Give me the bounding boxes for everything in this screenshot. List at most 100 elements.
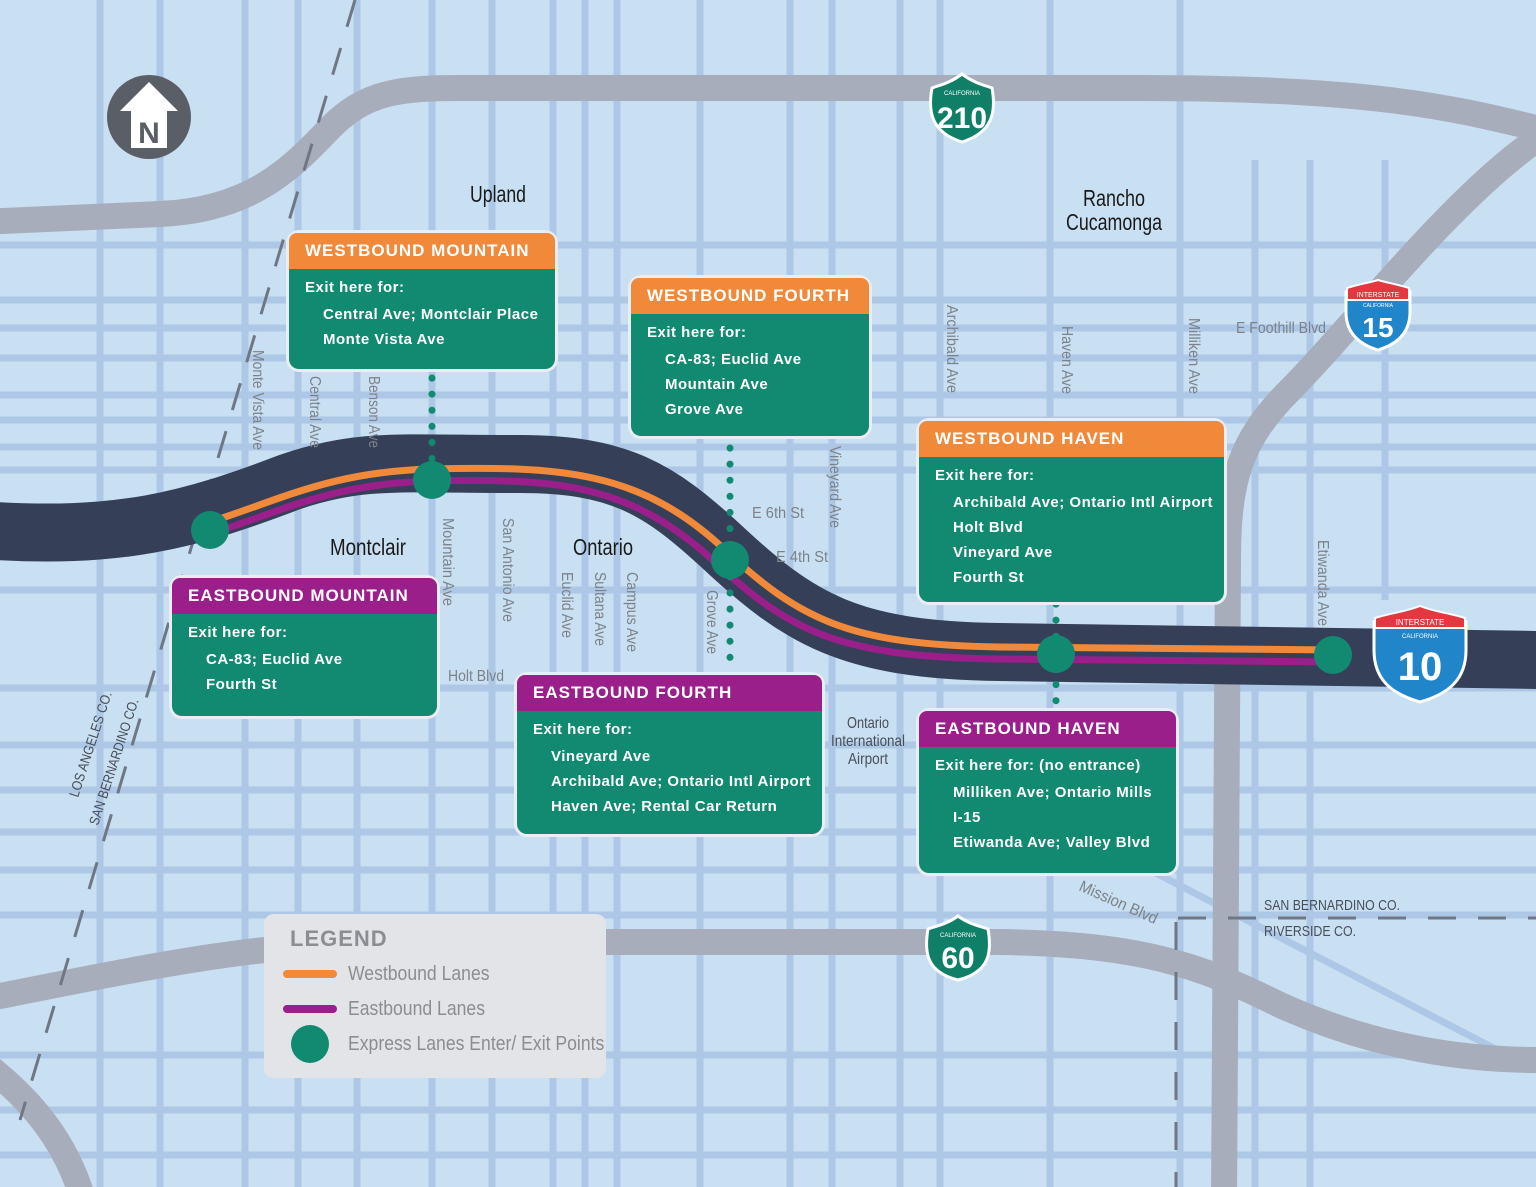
street-vineyard: Vineyard Ave <box>826 446 843 528</box>
sr60-shield: CALIFORNIA 60 <box>924 914 992 982</box>
legend-row-points: Express Lanes Enter/ Exit Points <box>282 1025 639 1063</box>
sign-exit-item: Haven Ave; Rental Car Return <box>551 798 778 815</box>
sign-intro: Exit here for: <box>647 324 747 341</box>
sign-intro: Exit here for: <box>935 467 1035 484</box>
sign-title: EASTBOUND MOUNTAIN <box>172 578 437 614</box>
sign-title: WESTBOUND MOUNTAIN <box>289 233 555 269</box>
sign-exit-item: Monte Vista Ave <box>323 331 445 348</box>
airport-label-2: International <box>831 733 905 750</box>
access-point <box>1314 636 1352 674</box>
sign-exit-item: Archibald Ave; Ontario Intl Airport <box>953 494 1214 511</box>
access-point <box>1037 635 1075 673</box>
i10-state: CALIFORNIA <box>1402 634 1438 640</box>
street-benson: Benson Ave <box>365 376 382 448</box>
sign-exit-item: I-15 <box>953 809 981 826</box>
sr60-number: 60 <box>941 942 974 975</box>
north-letter: N <box>138 117 160 150</box>
sign-exit-item: Holt Blvd <box>953 519 1024 536</box>
legend-westbound-swatch <box>283 970 337 978</box>
sign-exit-item: CA-83; Euclid Ave <box>665 351 802 368</box>
sign-intro: Exit here for: <box>533 721 633 738</box>
legend-westbound-label: Westbound Lanes <box>348 962 490 985</box>
sign-exit-item: CA-83; Euclid Ave <box>206 651 343 668</box>
sign-title: EASTBOUND FOURTH <box>517 675 822 711</box>
street-monte-vista: Monte Vista Ave <box>249 350 266 450</box>
city-rancho: Rancho <box>1083 185 1145 211</box>
street-milliken: Milliken Ave <box>1185 318 1202 394</box>
street-6th: E 6th St <box>752 505 805 522</box>
county-lines <box>18 0 1536 1187</box>
street-central: Central Ave <box>306 376 323 448</box>
sign-westbound-fourth: WESTBOUND FOURTH Exit here for: CA-83; E… <box>631 278 869 436</box>
street-etiwanda: Etiwanda Ave <box>1314 540 1331 626</box>
legend-eastbound-swatch <box>283 1005 337 1013</box>
city-cucamonga: Cucamonga <box>1066 209 1162 235</box>
legend-row-eastbound: Eastbound Lanes <box>282 994 504 1024</box>
i10-corridor <box>0 434 1536 689</box>
legend-points-label: Express Lanes Enter/ Exit Points <box>348 1032 605 1055</box>
sign-exit-item: Archibald Ave; Ontario Intl Airport <box>551 773 812 790</box>
county-label-riverside: RIVERSIDE CO. <box>1264 923 1356 940</box>
access-points <box>191 461 1352 674</box>
sign-eastbound-mountain: EASTBOUND MOUNTAIN Exit here for: CA-83;… <box>172 578 437 716</box>
sign-exit-item: Vineyard Ave <box>551 748 651 765</box>
street-campus: Campus Ave <box>623 572 640 652</box>
legend-eastbound-label: Eastbound Lanes <box>348 997 486 1020</box>
city-upland: Upland <box>470 181 526 207</box>
street-mountain: Mountain Ave <box>439 518 456 606</box>
sign-intro: Exit here for: <box>305 279 405 296</box>
street-holt: Holt Blvd <box>448 668 504 685</box>
airport-label-1: Ontario <box>847 715 889 732</box>
i10-number: 10 <box>1398 645 1443 689</box>
sr210-state: CALIFORNIA <box>944 91 980 97</box>
sign-title: WESTBOUND HAVEN <box>919 421 1224 457</box>
sign-westbound-haven: WESTBOUND HAVEN Exit here for: Archibald… <box>919 421 1224 602</box>
street-euclid: Euclid Ave <box>558 572 575 638</box>
i10-shield: INTERSTATE CALIFORNIA 10 <box>1372 604 1468 704</box>
sign-eastbound-fourth: EASTBOUND FOURTH Exit here for: Vineyard… <box>517 675 822 834</box>
access-point <box>413 461 451 499</box>
county-label-sb: SAN BERNARDINO CO. <box>1264 897 1400 914</box>
sign-westbound-mountain: WESTBOUND MOUNTAIN Exit here for: Centra… <box>289 233 555 369</box>
north-arrow: N <box>107 75 191 159</box>
sign-exit-item: Vineyard Ave <box>953 544 1053 561</box>
access-point <box>191 511 229 549</box>
street-haven: Haven Ave <box>1058 326 1075 394</box>
access-point <box>711 541 749 579</box>
i15-shield: INTERSTATE CALIFORNIA 15 <box>1344 278 1412 352</box>
sign-intro: Exit here for: <box>188 624 288 641</box>
i15-state: CALIFORNIA <box>1363 303 1394 309</box>
city-labels: Upland Rancho Cucamonga Montclair Ontari… <box>330 181 1162 560</box>
sr210-number: 210 <box>937 102 987 135</box>
freeways <box>0 75 1536 1187</box>
i15-number: 15 <box>1362 312 1393 343</box>
street-grove: Grove Ave <box>703 590 720 654</box>
sign-eastbound-haven: EASTBOUND HAVEN Exit here for: (no entra… <box>919 711 1176 873</box>
sign-exit-item: Central Ave; Montclair Place <box>323 306 539 323</box>
street-foothill: E Foothill Blvd <box>1236 320 1326 337</box>
sign-exit-item: Etiwanda Ave; Valley Blvd <box>953 834 1151 851</box>
sign-exit-item: Fourth St <box>206 676 278 693</box>
sign-title: WESTBOUND FOURTH <box>631 278 869 314</box>
street-4th: E 4th St <box>776 549 829 566</box>
legend-row-westbound: Westbound Lanes <box>282 959 509 989</box>
sign-exit-item: Mountain Ave <box>665 376 769 393</box>
city-ontario: Ontario <box>573 534 633 560</box>
airport-label-3: Airport <box>848 751 888 768</box>
legend-access-point-swatch <box>291 1025 329 1063</box>
legend-title: LEGEND <box>290 926 388 951</box>
legend: LEGEND Westbound Lanes Eastbound Lanes E… <box>264 914 606 1078</box>
sr60-state: CALIFORNIA <box>940 933 976 939</box>
city-montclair: Montclair <box>330 534 406 560</box>
sr210-shield: CALIFORNIA 210 <box>928 72 996 144</box>
sign-exit-item: Milliken Ave; Ontario Mills <box>953 784 1153 801</box>
sign-title: EASTBOUND HAVEN <box>919 711 1176 747</box>
street-san-antonio: San Antonio Ave <box>499 518 516 622</box>
i10-banner: INTERSTATE <box>1396 618 1445 627</box>
sign-exit-item: Grove Ave <box>665 401 744 418</box>
sign-exit-item: Fourth St <box>953 569 1025 586</box>
street-archibald: Archibald Ave <box>943 305 960 393</box>
sign-intro: Exit here for: (no entrance) <box>935 757 1141 774</box>
i15-banner: INTERSTATE <box>1357 292 1400 299</box>
street-sultana: Sultana Ave <box>591 572 608 646</box>
